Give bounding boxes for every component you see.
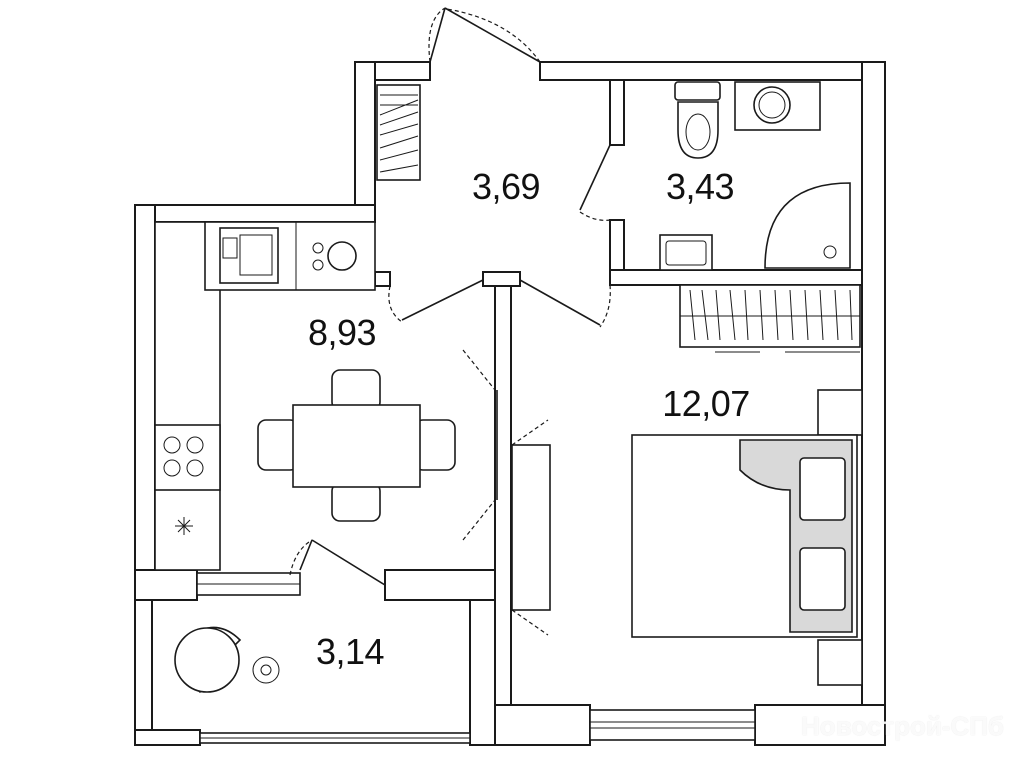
walls bbox=[134, 61, 886, 746]
dining-table bbox=[257, 369, 456, 522]
room-area-hall: 3,69 bbox=[471, 166, 541, 207]
kitchen-furniture bbox=[154, 221, 376, 571]
room-area-bedroom: 12,07 bbox=[662, 383, 750, 424]
hall-shelf bbox=[376, 84, 421, 181]
room-area-bathroom: 3,43 bbox=[665, 166, 735, 207]
watermark: Новострой-СПб bbox=[801, 711, 1004, 741]
doors bbox=[289, 7, 611, 586]
wardrobe bbox=[679, 284, 861, 353]
room-area-kitchen: 8,93 bbox=[307, 312, 377, 353]
bathroom-fixtures bbox=[659, 81, 851, 271]
room-area-balcony: 3,14 bbox=[315, 631, 385, 672]
windows bbox=[196, 572, 756, 744]
balcony-furniture bbox=[174, 626, 280, 693]
bedroom-furniture bbox=[511, 389, 863, 686]
